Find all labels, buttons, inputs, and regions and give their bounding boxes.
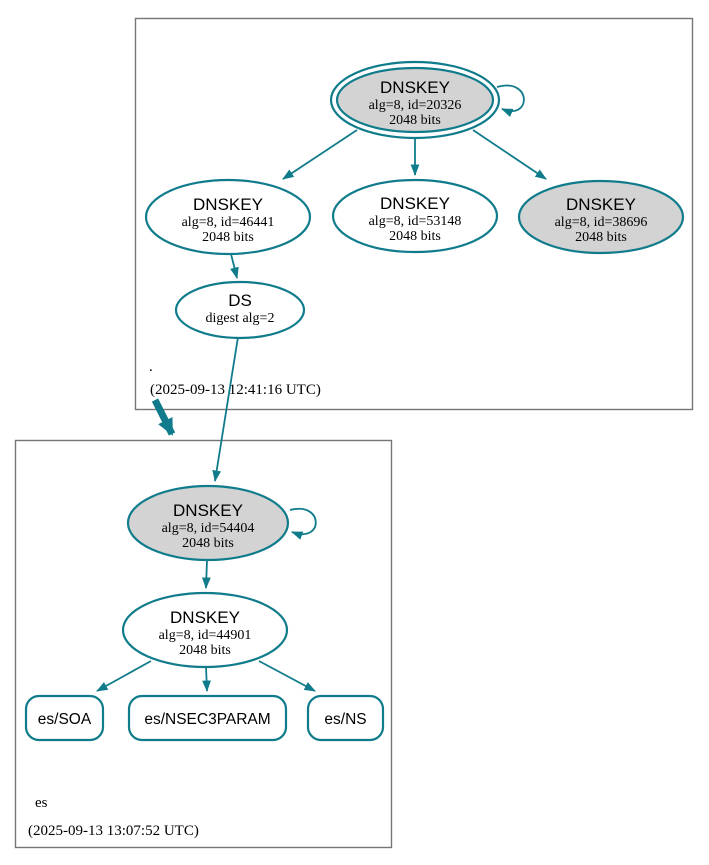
dnskey-46441-ellipse bbox=[144, 178, 312, 256]
ds-title: DS bbox=[228, 291, 252, 310]
dnskey-46441-detail: alg=8, id=46441 bbox=[182, 215, 275, 230]
dnskey-54404-bits: 2048 bits bbox=[182, 536, 234, 551]
dnskey-38696-title: DNSKEY bbox=[566, 195, 636, 214]
dnskey-38696-ellipse bbox=[517, 179, 685, 255]
dnskey-53148-ellipse bbox=[331, 178, 499, 254]
node-es-rrset-soa[interactable]: es/SOA bbox=[24, 694, 105, 742]
rrset-soa-label: es/SOA bbox=[38, 711, 92, 728]
dnskey-44901-detail: alg=8, id=44901 bbox=[159, 628, 252, 643]
ds-detail: digest alg=2 bbox=[206, 311, 275, 326]
dnskey-38696-bits: 2048 bits bbox=[575, 230, 627, 245]
dnskey-44901-bits: 2048 bits bbox=[179, 643, 231, 658]
dnskey-54404-title: DNSKEY bbox=[173, 501, 243, 520]
dnskey-54404-ellipse bbox=[126, 484, 290, 562]
edge-zsk44901-to-ns bbox=[258, 660, 316, 692]
dnskey-20326-detail: alg=8, id=20326 bbox=[369, 98, 462, 113]
zone-label-es: es bbox=[35, 795, 48, 811]
node-es-dnskey-54404[interactable]: DNSKEY alg=8, id=54404 2048 bits bbox=[126, 484, 290, 562]
dnskey-46441-title: DNSKEY bbox=[193, 195, 263, 214]
rrset-ns-label: es/NS bbox=[324, 711, 366, 728]
dnskey-20326-inner-ellipse bbox=[335, 66, 495, 134]
edge-ksk54404-to-zsk44901 bbox=[201, 559, 211, 589]
edge-zsk44901-to-nsec3param bbox=[202, 666, 211, 692]
dnskey-20326-bits: 2048 bits bbox=[389, 113, 441, 128]
edge-ksk20326-self-loop bbox=[496, 84, 525, 117]
edge-ksk20326-to-zsk46441 bbox=[282, 129, 358, 180]
zone-timestamp-root: (2025-09-13 12:41:16 UTC) bbox=[150, 382, 321, 398]
rrset-nsec3param-label: es/NSEC3PARAM bbox=[144, 711, 270, 728]
edge-root-to-es-delegation bbox=[151, 398, 176, 436]
rrset-nsec3param-rect bbox=[127, 694, 288, 742]
dnskey-46441-bits: 2048 bits bbox=[202, 230, 254, 245]
rrset-ns-rect bbox=[306, 694, 385, 742]
zone-timestamp-es: (2025-09-13 13:07:52 UTC) bbox=[28, 823, 199, 839]
dnskey-53148-bits: 2048 bits bbox=[389, 229, 441, 244]
node-root-dnskey-38696[interactable]: DNSKEY alg=8, id=38696 2048 bits bbox=[517, 179, 685, 255]
edge-ksk20326-to-ksk38696 bbox=[472, 129, 547, 180]
node-es-rrset-nsec3param[interactable]: es/NSEC3PARAM bbox=[127, 694, 288, 742]
ds-ellipse bbox=[174, 280, 306, 340]
dnskey-20326-title: DNSKEY bbox=[380, 78, 450, 97]
edge-ds-to-ksk54404 bbox=[212, 336, 239, 482]
node-root-dnskey-20326[interactable]: DNSKEY alg=8, id=20326 2048 bits bbox=[329, 60, 501, 140]
node-root-dnskey-53148[interactable]: DNSKEY alg=8, id=53148 2048 bits bbox=[331, 178, 499, 254]
dnskey-53148-title: DNSKEY bbox=[380, 194, 450, 213]
zone-label-root: . bbox=[149, 359, 153, 375]
node-root-dnskey-46441[interactable]: DNSKEY alg=8, id=46441 2048 bits bbox=[144, 178, 312, 256]
node-es-dnskey-44901[interactable]: DNSKEY alg=8, id=44901 2048 bits bbox=[121, 591, 289, 669]
edge-ksk54404-self-loop bbox=[289, 507, 317, 540]
node-root-ds[interactable]: DS digest alg=2 bbox=[174, 280, 306, 340]
edge-zsk46441-to-ds bbox=[230, 253, 239, 279]
dnskey-38696-detail: alg=8, id=38696 bbox=[555, 215, 648, 230]
dnskey-44901-ellipse bbox=[121, 591, 289, 669]
edge-zsk44901-to-soa bbox=[96, 660, 152, 692]
node-es-rrset-ns[interactable]: es/NS bbox=[306, 694, 385, 742]
dnskey-53148-detail: alg=8, id=53148 bbox=[369, 214, 462, 229]
dnskey-54404-detail: alg=8, id=54404 bbox=[162, 521, 255, 536]
rrset-soa-rect bbox=[24, 694, 105, 742]
dnskey-44901-title: DNSKEY bbox=[170, 608, 240, 627]
